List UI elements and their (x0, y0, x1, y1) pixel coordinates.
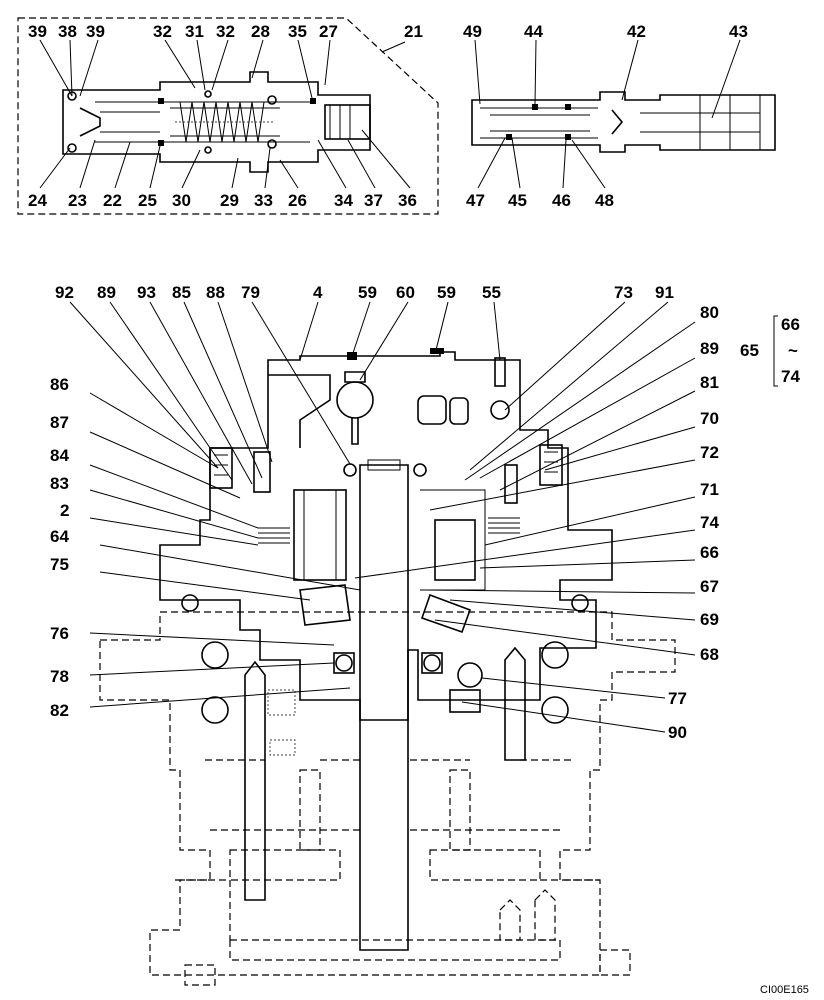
callout-label: 26 (288, 191, 307, 210)
main-assembly (99, 348, 676, 986)
callout-label: 31 (185, 22, 204, 41)
callout-label: 91 (655, 283, 674, 302)
callout-label: 76 (50, 624, 69, 643)
callout-label: 38 (58, 22, 77, 41)
callout-label: 32 (153, 22, 172, 41)
callout-label: 89 (700, 339, 719, 358)
callout-label: 77 (668, 689, 687, 708)
callout-label: 92 (55, 283, 74, 302)
range-to-label: 74 (781, 367, 800, 386)
callout-label: 34 (334, 191, 353, 210)
valve-detail-right (471, 91, 776, 153)
callout-label: 73 (614, 283, 633, 302)
callout-label: 71 (700, 480, 719, 499)
callout-label: 59 (437, 283, 456, 302)
callout-label: 83 (50, 474, 69, 493)
callout-label: 93 (137, 283, 156, 302)
callout-label: 60 (396, 283, 415, 302)
callout-label: 55 (482, 283, 501, 302)
callout-label: 22 (103, 191, 122, 210)
callout-label: 84 (50, 446, 69, 465)
callout-label: 4 (313, 283, 323, 302)
callout-label: 25 (138, 191, 157, 210)
callout-label: 33 (254, 191, 273, 210)
callout-label: 89 (97, 283, 116, 302)
callout-label: 79 (241, 283, 260, 302)
callout-label: 67 (700, 577, 719, 596)
callout-label: 69 (700, 610, 719, 629)
callout-label: 47 (466, 191, 485, 210)
callout-label: 85 (172, 283, 191, 302)
relief-valve-detail (17, 17, 439, 215)
callout-label: 90 (668, 723, 687, 742)
callout-label: 37 (364, 191, 383, 210)
callout-label: 44 (524, 22, 543, 41)
callout-label: 30 (172, 191, 191, 210)
detail-frame (17, 17, 439, 215)
callout-label: 86 (50, 375, 69, 394)
callout-label: 2 (60, 501, 69, 520)
callout-label: 82 (50, 701, 69, 720)
callout-label: 74 (700, 513, 719, 532)
callout-label: 48 (595, 191, 614, 210)
callout-label: 87 (50, 413, 69, 432)
leader-lines (39, 39, 778, 733)
callout-label: 42 (627, 22, 646, 41)
callout-label: 75 (50, 555, 69, 574)
callout-label: 27 (319, 22, 338, 41)
callout-label: 35 (288, 22, 307, 41)
callout-label: 64 (50, 527, 69, 546)
callout-label: 78 (50, 667, 69, 686)
callout-label: 39 (86, 22, 105, 41)
callout-label: 49 (463, 22, 482, 41)
callout-label: 32 (216, 22, 235, 41)
callout-label: 88 (206, 283, 225, 302)
callout-label: 28 (251, 22, 270, 41)
callout-label: 39 (28, 22, 47, 41)
callout-label: 24 (28, 191, 47, 210)
callout-label: 23 (68, 191, 87, 210)
callout-label: 29 (220, 191, 239, 210)
callout-label: 72 (700, 443, 719, 462)
callout-label: 81 (700, 373, 719, 392)
callout-label: 45 (508, 191, 527, 210)
range-from-label: 66 (781, 315, 800, 334)
callout-label: 66 (700, 543, 719, 562)
callout-label: 80 (700, 303, 719, 322)
group-label: 21 (404, 22, 423, 41)
range-tilde: ~ (788, 341, 798, 360)
callout-label: 43 (729, 22, 748, 41)
range-group-label: 65 (740, 341, 759, 360)
callout-label: 46 (552, 191, 571, 210)
callout-label: 70 (700, 409, 719, 428)
callout-label: 36 (398, 191, 417, 210)
callout-labels: 39 38 39 32 31 32 28 35 27 24 23 22 25 3… (28, 22, 809, 996)
figure-code: CI00E165 (760, 984, 809, 996)
callout-label: 59 (358, 283, 377, 302)
callout-label: 68 (700, 645, 719, 664)
